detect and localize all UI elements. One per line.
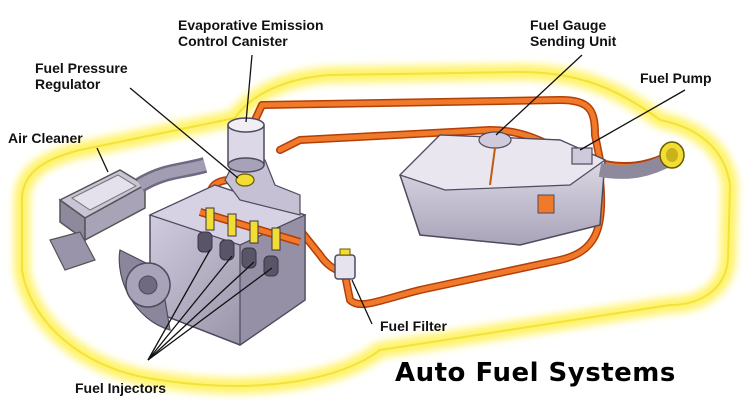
fuel-filter <box>334 248 356 280</box>
air-cleaner <box>49 157 208 271</box>
label-air-cleaner: Air Cleaner <box>8 130 83 146</box>
label-canister-line2: Control Canister <box>178 33 288 49</box>
label-regulator-line1: Fuel Pressure <box>35 60 128 76</box>
label-pump: Fuel Pump <box>640 70 712 86</box>
label-canister: Evaporative Emission Control Canister <box>178 17 324 49</box>
evaporative-canister <box>227 117 265 173</box>
label-regulator-line2: Regulator <box>35 76 101 92</box>
intake-ports <box>197 231 279 277</box>
pressure-regulator <box>235 173 255 187</box>
fuel-pump-neck <box>598 141 685 179</box>
diagram-title: Auto Fuel Systems <box>395 358 676 388</box>
car-body-outline <box>13 63 739 394</box>
label-gauge-line1: Fuel Gauge <box>530 17 607 33</box>
fuel-tank <box>398 131 607 246</box>
label-regulator: Fuel Pressure Regulator <box>35 60 128 92</box>
label-canister-line1: Evaporative Emission <box>178 17 324 33</box>
fuel-rail <box>198 207 302 251</box>
leader-lines <box>96 54 686 361</box>
label-injectors: Fuel Injectors <box>75 380 167 396</box>
label-gauge-line2: Sending Unit <box>530 33 617 49</box>
label-filter: Fuel Filter <box>380 318 447 334</box>
injectors <box>205 207 281 251</box>
label-gauge: Fuel Gauge Sending Unit <box>530 17 616 49</box>
